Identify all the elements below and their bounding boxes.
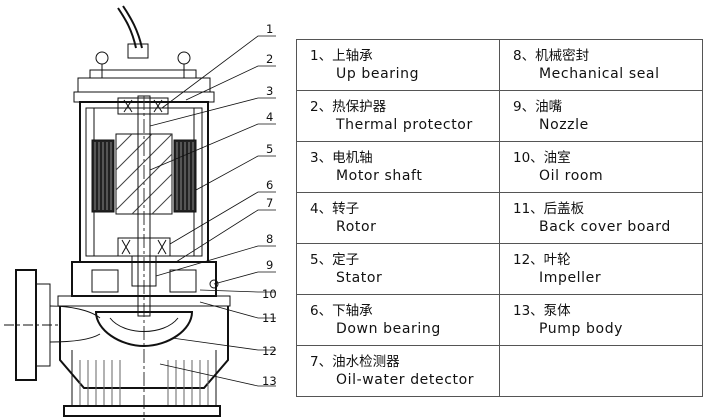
part-name-en: Thermal protector xyxy=(336,117,473,133)
part-name-en: Down bearing xyxy=(336,321,441,337)
part-name-cn: 3、电机轴 xyxy=(310,150,373,166)
discharge-flange xyxy=(4,269,101,381)
part-name-cn: 11、后盖板 xyxy=(513,201,585,217)
part-cell-2: 2、热保护器 Thermal protector xyxy=(296,90,500,142)
part-name-en: Back cover board xyxy=(539,219,671,235)
callout-11: 11 xyxy=(262,311,277,325)
part-name-en: Stator xyxy=(336,270,383,286)
table-row: 3、电机轴 Motor shaft 10、油室 Oil room xyxy=(296,141,703,193)
part-name-cn: 4、转子 xyxy=(310,201,360,217)
lower-bearing-block xyxy=(117,237,171,287)
part-name-cn: 5、定子 xyxy=(310,252,360,268)
part-cell-12: 12、叶轮 Impeller xyxy=(499,243,703,295)
callout-1: 1 xyxy=(266,22,273,36)
part-name-cn: 9、油嘴 xyxy=(513,99,563,115)
callout-2: 2 xyxy=(266,52,273,66)
table-row: 6、下轴承 Down bearing 13、泵体 Pump body xyxy=(296,294,703,346)
part-cell-7: 7、油水检测器 Oil-water detector xyxy=(296,345,500,397)
impeller xyxy=(94,311,194,348)
part-cell-10: 10、油室 Oil room xyxy=(499,141,703,193)
callout-4: 4 xyxy=(266,110,273,124)
part-name-en: Oil-water detector xyxy=(336,372,475,388)
power-cable xyxy=(117,5,149,59)
callout-3: 3 xyxy=(266,84,273,98)
part-name-cn: 12、叶轮 xyxy=(513,252,571,268)
part-name-en: Impeller xyxy=(539,270,602,286)
back-cover-board xyxy=(57,295,231,307)
part-cell-11: 11、后盖板 Back cover board xyxy=(499,192,703,244)
part-cell-5: 5、定子 Stator xyxy=(296,243,500,295)
table-row: 7、油水检测器 Oil-water detector xyxy=(296,345,703,397)
part-cell-13: 13、泵体 Pump body xyxy=(499,294,703,346)
empty-cell xyxy=(499,345,703,397)
callout-10: 10 xyxy=(262,287,277,301)
callout-7: 7 xyxy=(266,196,273,210)
lifting-eyes xyxy=(95,51,191,78)
pump-body xyxy=(59,306,229,417)
part-name-cn: 7、油水检测器 xyxy=(310,354,400,370)
table-row: 5、定子 Stator 12、叶轮 Impeller xyxy=(296,243,703,295)
callout-9: 9 xyxy=(266,258,273,272)
parts-legend-table: 1、上轴承 Up bearing 8、机械密封 Mechanical seal … xyxy=(296,39,703,397)
part-name-en: Pump body xyxy=(539,321,624,337)
part-name-cn: 1、上轴承 xyxy=(310,48,373,64)
part-name-en: Oil room xyxy=(539,168,604,184)
part-cell-6: 6、下轴承 Down bearing xyxy=(296,294,500,346)
leader-lines xyxy=(149,35,276,387)
part-name-cn: 10、油室 xyxy=(513,150,571,166)
part-cell-9: 9、油嘴 Nozzle xyxy=(499,90,703,142)
part-cell-1: 1、上轴承 Up bearing xyxy=(296,39,500,91)
part-cell-4: 4、转子 Rotor xyxy=(296,192,500,244)
callout-13: 13 xyxy=(262,374,277,388)
callout-8: 8 xyxy=(266,232,273,246)
part-name-cn: 8、机械密封 xyxy=(513,48,590,64)
part-name-cn: 6、下轴承 xyxy=(310,303,373,319)
part-name-en: Mechanical seal xyxy=(539,66,660,82)
part-cell-8: 8、机械密封 Mechanical seal xyxy=(499,39,703,91)
callout-12: 12 xyxy=(262,344,277,358)
table-row: 4、转子 Rotor 11、后盖板 Back cover board xyxy=(296,192,703,244)
part-name-cn: 2、热保护器 xyxy=(310,99,387,115)
part-name-en: Up bearing xyxy=(336,66,420,82)
table-row: 1、上轴承 Up bearing 8、机械密封 Mechanical seal xyxy=(296,39,703,91)
callout-6: 6 xyxy=(266,178,273,192)
oil-chamber xyxy=(71,261,219,297)
part-name-en: Rotor xyxy=(336,219,377,235)
part-name-en: Motor shaft xyxy=(336,168,423,184)
part-cell-3: 3、电机轴 Motor shaft xyxy=(296,141,500,193)
callout-5: 5 xyxy=(266,142,273,156)
motor-shaft xyxy=(137,95,151,420)
stator-windings xyxy=(91,139,197,213)
part-name-cn: 13、泵体 xyxy=(513,303,571,319)
part-name-en: Nozzle xyxy=(539,117,589,133)
table-row: 2、热保护器 Thermal protector 9、油嘴 Nozzle xyxy=(296,90,703,142)
upper-bearing-block xyxy=(117,97,169,115)
pump-cross-section-diagram: 1 2 3 4 5 6 7 8 9 10 11 12 13 xyxy=(4,5,277,420)
